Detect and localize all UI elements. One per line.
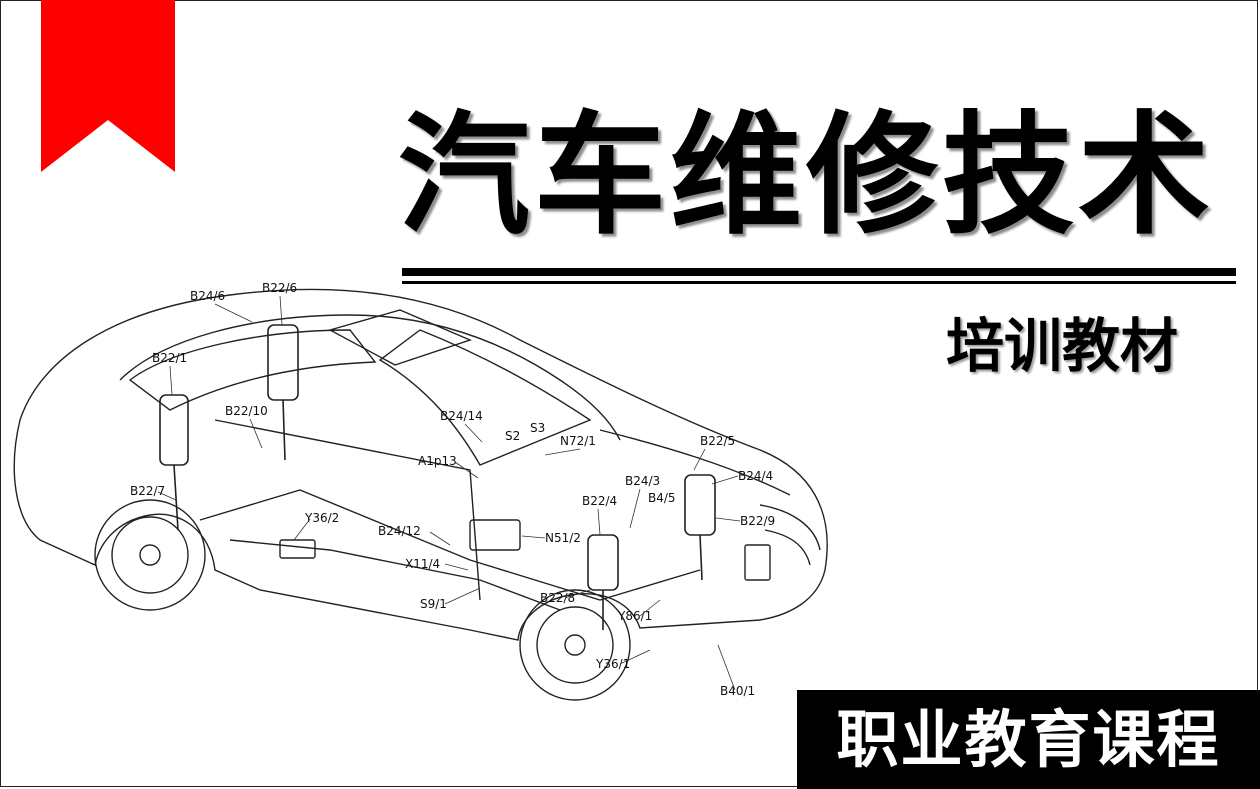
label-b22-9: B22/9	[740, 514, 775, 528]
front-left-strut-icon	[587, 534, 619, 630]
rear-right-strut-icon	[267, 324, 299, 461]
car-sunroof	[328, 309, 472, 366]
label-x11-4: X11/4	[405, 557, 440, 571]
car-hood	[599, 429, 791, 496]
label-b40-1: B40/1	[720, 684, 755, 698]
car-windshield	[378, 329, 592, 466]
label-y86-1: Y86/1	[617, 609, 652, 623]
label-b24-6: B24/6	[190, 289, 225, 303]
compressor-icon	[469, 519, 521, 551]
rear-wheel-icon	[94, 499, 206, 611]
label-a1p13: A1p13	[418, 454, 457, 468]
label-s3: S3	[530, 421, 545, 435]
car-side-window	[128, 329, 377, 411]
bookmark-ribbon-icon	[41, 0, 175, 172]
front-right-strut-icon	[684, 474, 716, 581]
car-suspension-diagram: B24/6 B22/6 B22/1 B22/10 B24/14 S2 S3 N7…	[13, 281, 828, 701]
label-b22-6: B22/6	[262, 281, 297, 295]
course-category-banner: 职业教育课程	[797, 690, 1260, 789]
course-subtitle: 培训教材	[946, 312, 1179, 380]
label-b22-7: B22/7	[130, 484, 165, 498]
label-b24-4: B24/4	[738, 469, 773, 483]
control-unit-icon	[744, 544, 771, 581]
car-roofline	[119, 314, 621, 441]
label-b22-10: B22/10	[225, 404, 268, 418]
valve-block-icon	[279, 539, 316, 559]
air-line-main	[199, 489, 701, 611]
label-b22-5: B22/5	[700, 434, 735, 448]
label-y36-1: Y36/1	[595, 657, 630, 671]
label-b24-3: B24/3	[625, 474, 660, 488]
label-b4-5: B4/5	[648, 491, 676, 505]
label-b22-8: B22/8	[540, 591, 575, 605]
label-n72-1: N72/1	[560, 434, 596, 448]
title-divider-thick	[402, 268, 1236, 276]
label-b22-4: B22/4	[582, 494, 617, 508]
car-grille	[759, 504, 821, 566]
label-n51-2: N51/2	[545, 531, 581, 545]
rear-left-strut-icon	[159, 394, 189, 531]
car-door-line	[214, 419, 481, 601]
label-b24-12: B24/12	[378, 524, 421, 538]
front-wheel-icon	[519, 589, 631, 701]
title-divider-thin	[402, 281, 1236, 284]
course-title: 汽车维修技术	[398, 98, 1214, 253]
label-b22-1: B22/1	[152, 351, 187, 365]
label-b24-14: B24/14	[440, 409, 483, 423]
label-y36-2: Y36/2	[304, 511, 339, 525]
label-s9-1: S9/1	[420, 597, 447, 611]
car-body-outline	[13, 288, 828, 641]
label-s2: S2	[505, 429, 520, 443]
